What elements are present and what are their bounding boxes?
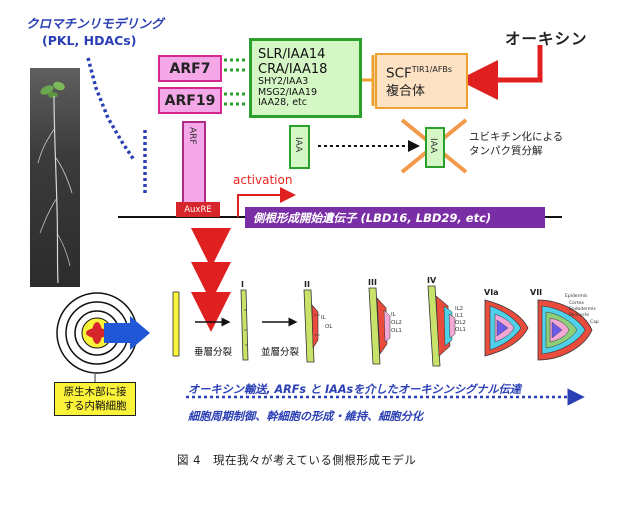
cell-cycle-banner: 細胞周期制御、幹細胞の形成・維持、細胞分化	[188, 410, 423, 423]
stage-IV-shape	[427, 285, 456, 367]
ubiquitination-line1: ユビキチン化による	[469, 131, 564, 143]
msg2-iaa19-label: MSG2/IAA19	[258, 86, 317, 98]
root-cross-section	[56, 292, 150, 374]
stage-II-label: II	[304, 280, 310, 289]
cra-iaa18-label: CRA/IAA18	[258, 62, 328, 78]
stage-IV-il1: IL1	[455, 313, 464, 319]
arf-vertical-box: ARF	[182, 121, 206, 207]
shy2-iaa3-label: SHY2/IAA3	[258, 76, 309, 88]
lbd-gene-label: 側根形成開始遺伝子 (LBD16, LBD29, etc)	[253, 210, 492, 225]
auxre-label: AuxRE	[184, 204, 212, 215]
periclinal-division-label: 並層分裂	[261, 347, 300, 358]
slr-iaa14-label: SLR/IAA14	[258, 47, 326, 63]
seedling-drawing	[37, 81, 73, 284]
iaa-vertical-box: IAA	[289, 125, 310, 169]
arf19-label: ARF19	[164, 92, 216, 109]
activation-arrow	[237, 187, 296, 217]
scf-sup: TIR1/AFBs	[411, 65, 453, 75]
anticlinal-division-label: 垂層分裂	[194, 347, 233, 358]
chromatin-line1: クロマチンリモデリング	[26, 16, 164, 31]
auxre-box: AuxRE	[176, 202, 220, 217]
stage-VII-shape	[537, 299, 593, 361]
stage-IV-il2: IL2	[455, 306, 464, 312]
chromatin-line2: (PKL, HDACs)	[42, 33, 137, 48]
stage-III-label: III	[368, 278, 377, 287]
scf-label: SCFTIR1/AFBs	[386, 61, 452, 83]
pericycle-line2: する内鞘細胞	[63, 400, 127, 412]
lbd-gene-box: 側根形成開始遺伝子 (LBD16, LBD29, etc)	[245, 207, 545, 228]
stage-I-label: I	[241, 280, 244, 289]
iaa28-label: IAA28, etc	[258, 97, 307, 109]
stage-IV-ol1: OL1	[455, 327, 466, 333]
scf-main: SCF	[386, 65, 412, 82]
seedling-photo	[30, 68, 80, 287]
chromatin-remodeling-label: クロマチンリモデリング (PKL, HDACs)	[26, 15, 164, 49]
stage-II-shape	[303, 289, 320, 363]
ubiquitination-line2: タンパク質分解	[469, 145, 543, 157]
iaa-degraded-label: IAA	[428, 138, 438, 154]
complex-label: 複合体	[386, 83, 426, 99]
vii-pericycle: Pericycle	[569, 313, 590, 318]
stage-II-il: IL	[321, 315, 326, 321]
pericycle-line1: 原生木部に接	[63, 386, 127, 398]
auxin-label: オーキシン	[505, 30, 588, 48]
stage-III-ol2: OL2	[391, 320, 402, 326]
vii-epidermis: Epidermis	[565, 294, 588, 299]
auxin-signaling-banner: オーキシン輸送, ARFs と IAAsを介したオーキシンシグナル伝達	[188, 383, 521, 396]
arf7-box: ARF7	[158, 55, 222, 82]
activation-label: activation	[233, 173, 293, 187]
iaa-vertical-label: IAA	[293, 137, 303, 153]
stage-IV-label: IV	[427, 276, 437, 285]
stage-II-ol: OL	[325, 324, 333, 330]
chromatin-dotted-curve	[86, 57, 136, 161]
vii-cap: Cap	[590, 320, 599, 325]
vii-endodermis: Endodermis	[569, 307, 596, 312]
scf-complex-box: SCFTIR1/AFBs 複合体	[375, 53, 468, 109]
vii-cortex: Cortex	[569, 301, 584, 306]
xylem-pole-pericycle-label: 原生木部に接 する内鞘細胞	[54, 382, 136, 416]
aux-iaa-box: SLR/IAA14 CRA/IAA18 SHY2/IAA3 MSG2/IAA19…	[249, 38, 362, 118]
auxin-arrow	[458, 45, 543, 100]
stage-VIa-shape	[484, 299, 529, 357]
stage-VII-label: VII	[530, 288, 543, 297]
figure-caption: 図 4 現在我々が考えている側根形成モデル	[177, 453, 417, 467]
stage-VIa-label: VIa	[484, 288, 499, 297]
stage-III-shape	[368, 287, 391, 365]
stage-III-il: IL	[391, 312, 396, 318]
stage-I-shape	[240, 289, 249, 361]
stage-III-ol1: OL1	[391, 328, 402, 334]
ubiquitination-label: ユビキチン化による タンパク質分解	[469, 130, 563, 158]
pericycle-strip	[172, 291, 180, 357]
iaa-degraded-box: IAA	[425, 127, 445, 168]
stage-IV-ol2: OL2	[455, 320, 466, 326]
arf19-box: ARF19	[158, 87, 222, 114]
arf-vertical-label: ARF	[187, 127, 197, 145]
arf7-label: ARF7	[169, 60, 211, 77]
